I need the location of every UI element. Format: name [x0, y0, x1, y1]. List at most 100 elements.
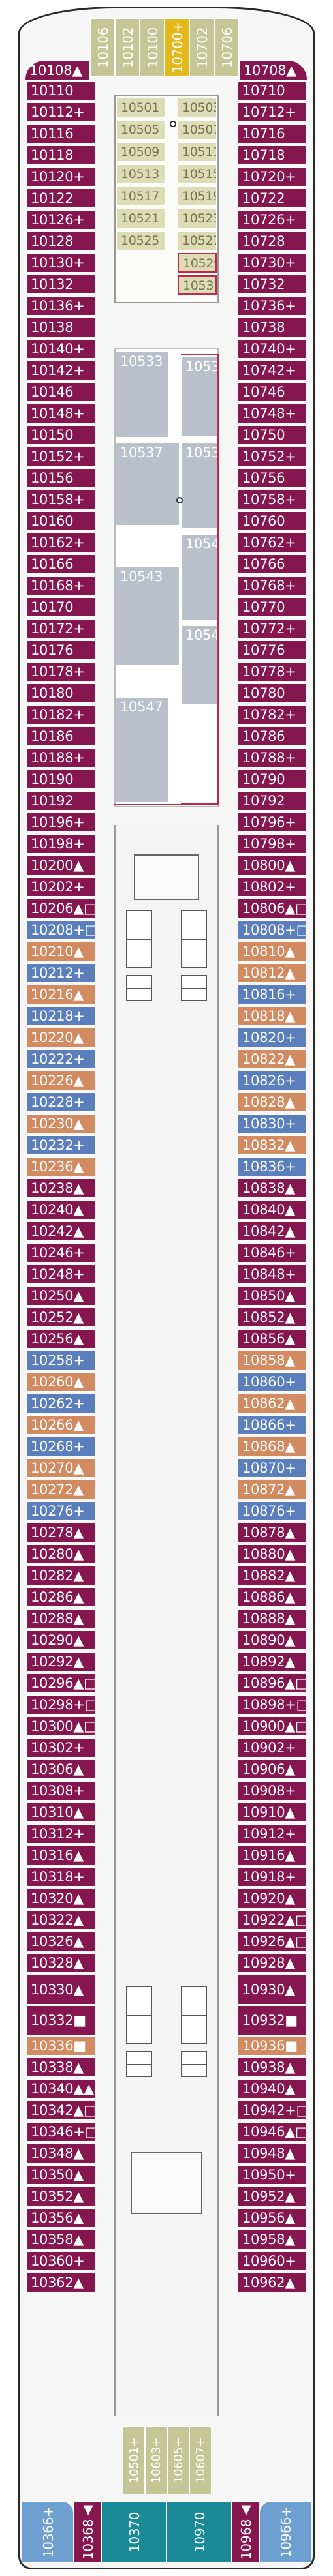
cabin-port[interactable]: 10202+ [26, 877, 95, 897]
cabin-port[interactable]: 10252▲ [26, 1308, 95, 1327]
cabin-starboard[interactable]: 10730+ [238, 253, 307, 273]
haven-cabin[interactable]: 10507 [178, 120, 217, 140]
cabin-starboard[interactable]: 10722 [238, 188, 307, 208]
cabin-starboard[interactable]: 10842▲ [238, 1221, 307, 1241]
cabin-starboard[interactable]: 10952▲ [238, 2187, 307, 2206]
cabin-port[interactable]: 10256▲ [26, 1329, 95, 1349]
bow-cabin[interactable]: 10106 [90, 18, 115, 77]
cabin-port[interactable]: 10250▲ [26, 1286, 95, 1306]
cabin-port[interactable]: 10242▲ [26, 1221, 95, 1241]
cabin-port[interactable]: 10148+ [26, 404, 95, 423]
cabin-starboard[interactable]: 10772+ [238, 619, 307, 638]
cabin-starboard[interactable]: 10812▲ [238, 963, 307, 983]
cabin-port[interactable]: 10350▲ [26, 2165, 95, 2185]
cabin-starboard[interactable]: 10920▲ [238, 1889, 307, 1908]
cabin-starboard[interactable]: 10782+ [238, 705, 307, 725]
cabin-starboard[interactable]: 10898+□ [238, 1695, 307, 1715]
haven-cabin[interactable]: 10503 [178, 98, 217, 117]
cabin-starboard[interactable]: 10728 [238, 232, 307, 251]
cabin-starboard[interactable]: 10890▲ [238, 1630, 307, 1650]
cabin-port[interactable]: 10210▲ [26, 942, 95, 961]
haven-cabin[interactable]: 10517 [116, 187, 166, 206]
cabin-port[interactable]: 10150 [26, 425, 95, 445]
cabin-starboard[interactable]: 10776 [238, 640, 307, 660]
cabin-starboard[interactable]: 10710 [238, 81, 307, 100]
cabin-port[interactable]: 10258+ [26, 1351, 95, 1370]
cabin-starboard[interactable]: 10926▲□ [238, 1932, 307, 1951]
cabin-port[interactable]: 10286▲ [26, 1587, 95, 1607]
cabin-port[interactable]: 10268+ [26, 1437, 95, 1456]
cabin-port[interactable]: 10312+ [26, 1824, 95, 1844]
haven-cabin[interactable]: 10529 [178, 253, 217, 273]
cabin-starboard[interactable]: 10732 [238, 275, 307, 294]
cabin-starboard[interactable]: 10806▲□ [238, 899, 307, 918]
stern-suite-left[interactable]: 10370 [101, 2501, 166, 2563]
cabin-starboard[interactable]: 10738 [238, 318, 307, 337]
cabin-port[interactable]: 10332■ [26, 2005, 95, 2035]
cabin-starboard[interactable]: 10940▲ [238, 2079, 307, 2099]
cabin-starboard[interactable]: 10918+ [238, 1867, 307, 1887]
cabin-starboard[interactable]: 10880▲ [238, 1544, 307, 1564]
aft-center-cabin[interactable]: 10605+ [167, 2426, 189, 2494]
cabin-starboard[interactable]: 10792 [238, 791, 307, 811]
bow-cabin-right[interactable]: 10708▲ [239, 60, 308, 81]
haven-cabin[interactable]: 10505 [116, 120, 166, 140]
cabin-port[interactable]: 10296▲□ [26, 1673, 95, 1693]
cabin-starboard[interactable]: 10872▲ [238, 1480, 307, 1499]
cabin-port[interactable]: 10288▲ [26, 1609, 95, 1628]
cabin-port[interactable]: 10322▲ [26, 1910, 95, 1930]
cabin-port[interactable]: 10180 [26, 683, 95, 703]
cabin-port[interactable]: 10316▲ [26, 1846, 95, 1865]
bow-cabin[interactable]: 10102 [115, 18, 140, 77]
cabin-starboard[interactable]: 10822▲ [238, 1049, 307, 1069]
cabin-starboard[interactable]: 10868▲ [238, 1437, 307, 1456]
cabin-port[interactable]: 10216▲ [26, 985, 95, 1004]
bow-cabin-left[interactable]: 10108▲ [25, 60, 90, 81]
haven-cabin[interactable]: 10527 [178, 231, 217, 250]
cabin-port[interactable]: 10236▲ [26, 1157, 95, 1176]
cabin-starboard[interactable]: 10852▲ [238, 1308, 307, 1327]
cabin-port[interactable]: 10136+ [26, 296, 95, 316]
cabin-starboard[interactable]: 10928▲ [238, 1953, 307, 1973]
cabin-starboard[interactable]: 10750 [238, 425, 307, 445]
cabin-starboard[interactable]: 10770 [238, 597, 307, 617]
cabin-port[interactable]: 10128 [26, 232, 95, 251]
cabin-port[interactable]: 10360+ [26, 2251, 95, 2271]
cabin-port[interactable]: 10162+ [26, 533, 95, 552]
cabin-port[interactable]: 10198+ [26, 834, 95, 854]
cabin-port[interactable]: 10352▲ [26, 2187, 95, 2206]
cabin-starboard[interactable]: 10946▲□ [238, 2122, 307, 2142]
cabin-starboard[interactable]: 10938▲ [238, 2058, 307, 2077]
cabin-starboard[interactable]: 10816+ [238, 985, 307, 1004]
cabin-starboard[interactable]: 10800▲ [238, 856, 307, 875]
cabin-starboard[interactable]: 10748+ [238, 404, 307, 423]
cabin-starboard[interactable]: 10718 [238, 145, 307, 165]
cabin-port[interactable]: 10186 [26, 726, 95, 746]
cabin-port[interactable]: 10266▲ [26, 1415, 95, 1435]
cabin-starboard[interactable]: 10850▲ [238, 1286, 307, 1306]
cabin-port[interactable]: 10228+ [26, 1092, 95, 1112]
stern-cabin-inner-right[interactable]: 10968▲ [232, 2501, 259, 2563]
cabin-port[interactable]: 10218+ [26, 1006, 95, 1026]
cabin-starboard[interactable]: 10862▲ [238, 1394, 307, 1413]
cabin-port[interactable]: 10346+□ [26, 2122, 95, 2142]
haven-cabin[interactable]: 10525 [116, 231, 166, 250]
cabin-starboard[interactable]: 10878▲ [238, 1523, 307, 1542]
cabin-starboard[interactable]: 10858▲ [238, 1351, 307, 1370]
cabin-port[interactable]: 10230▲ [26, 1114, 95, 1133]
cabin-port[interactable]: 10306▲ [26, 1760, 95, 1779]
cabin-starboard[interactable]: 10826+ [238, 1071, 307, 1090]
cabin-port[interactable]: 10160 [26, 511, 95, 531]
cabin-port[interactable]: 10178+ [26, 662, 95, 681]
cabin-port[interactable]: 10158+ [26, 490, 95, 509]
cabin-starboard[interactable]: 10836+ [238, 1157, 307, 1176]
cabin-port[interactable]: 10192 [26, 791, 95, 811]
haven-cabin[interactable]: 10521 [116, 209, 166, 228]
cabin-starboard[interactable]: 10830+ [238, 1114, 307, 1133]
cabin-port[interactable]: 10340▲▲ [26, 2079, 95, 2099]
cabin-port[interactable]: 10188+ [26, 748, 95, 768]
cabin-starboard[interactable]: 10726+ [238, 210, 307, 230]
cabin-starboard[interactable]: 10902+ [238, 1738, 307, 1758]
cabin-starboard[interactable]: 10932■ [238, 2005, 307, 2035]
